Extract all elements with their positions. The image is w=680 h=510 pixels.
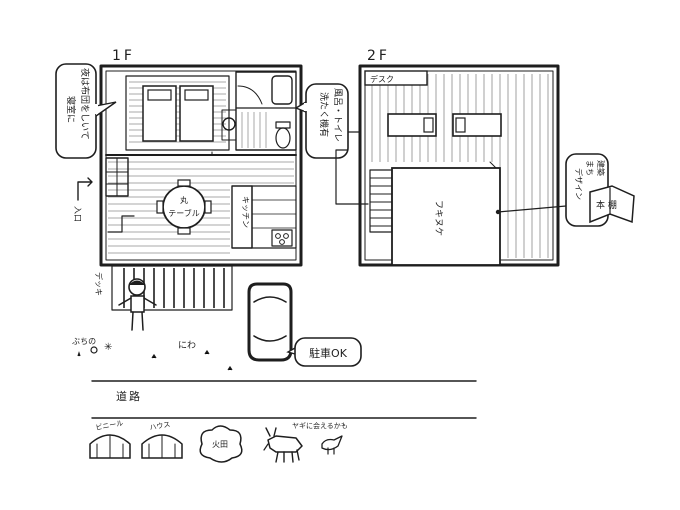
bedroom-area	[125, 75, 230, 151]
kitchen-label: キッチン	[241, 196, 250, 228]
floor-connector-line	[335, 131, 369, 205]
design-note-line1: 建築	[596, 160, 606, 176]
person-figure	[118, 278, 157, 331]
garden-label: にわ	[178, 340, 196, 351]
atrium-void	[391, 167, 501, 266]
bedroom-note-line1: 夜は布団をしいて	[79, 68, 91, 140]
design-note-line3: デザイン	[574, 168, 584, 200]
grass-marks	[77, 349, 233, 371]
bath-note-line2: 洗たく機有	[318, 92, 330, 137]
stairs	[369, 169, 393, 233]
bathtub-icon	[271, 75, 293, 105]
greenhouse-label-1: ビニール	[95, 418, 124, 432]
futon-left	[142, 85, 177, 142]
bedroom-note-line2: 寝室に	[65, 96, 77, 123]
design-note-line2: まち	[585, 160, 594, 176]
bed-left	[387, 113, 437, 137]
bath-note-bubble: 風呂・トイレ 洗たく機有	[294, 83, 349, 159]
goat-icon	[263, 427, 303, 463]
table-label-line2: テーブル	[168, 208, 200, 218]
bed-right	[452, 113, 502, 137]
first-floor-plan: 1F	[55, 48, 362, 371]
parking-label: 駐車OK	[309, 346, 348, 360]
greenhouse-icon-1	[89, 434, 131, 459]
flower-icon	[90, 346, 98, 354]
car-icon	[247, 282, 293, 362]
greenhouse-icon-2	[141, 434, 183, 459]
flowers-label: ぶちの	[72, 337, 96, 346]
first-floor-outer-wall	[99, 64, 303, 267]
flower-star-icon: ✳	[104, 342, 112, 353]
parking-bubble: 駐車OK	[286, 337, 362, 367]
atrium-label: フキヌケ	[433, 200, 444, 236]
field-icon: 火田	[199, 425, 243, 463]
desk	[364, 70, 428, 86]
entrance-label: 入口	[73, 206, 82, 222]
kitchen-counter	[231, 185, 297, 249]
greenhouse-label-2: ハウス	[149, 420, 171, 432]
futon-right	[179, 85, 214, 142]
table-label-line1: 丸	[180, 195, 188, 205]
books-icon: 本 棚	[589, 185, 635, 224]
sink-icon	[222, 117, 236, 131]
bedroom-note-bubble: 夜は布団をしいて 寝室に	[55, 63, 117, 159]
second-floor-label: 2F	[367, 48, 390, 64]
field-label: 火田	[212, 440, 228, 449]
desk-label: デスク	[370, 74, 394, 84]
book-label: 本 棚	[596, 199, 617, 211]
round-table: 丸 テーブル	[156, 179, 212, 235]
road-label: 道路	[116, 389, 142, 403]
bath-note-line1: 風呂・トイレ	[332, 88, 343, 142]
chicken-icon	[321, 435, 343, 455]
second-floor-plan: 2F デスク	[358, 48, 635, 267]
first-floor-label: 1F	[112, 48, 135, 64]
goat-label: ヤギに会えるかも	[292, 421, 348, 430]
entrance-arrow-icon	[77, 177, 93, 201]
deck-label: デッキ	[94, 272, 104, 296]
toilet-icon	[275, 121, 291, 149]
